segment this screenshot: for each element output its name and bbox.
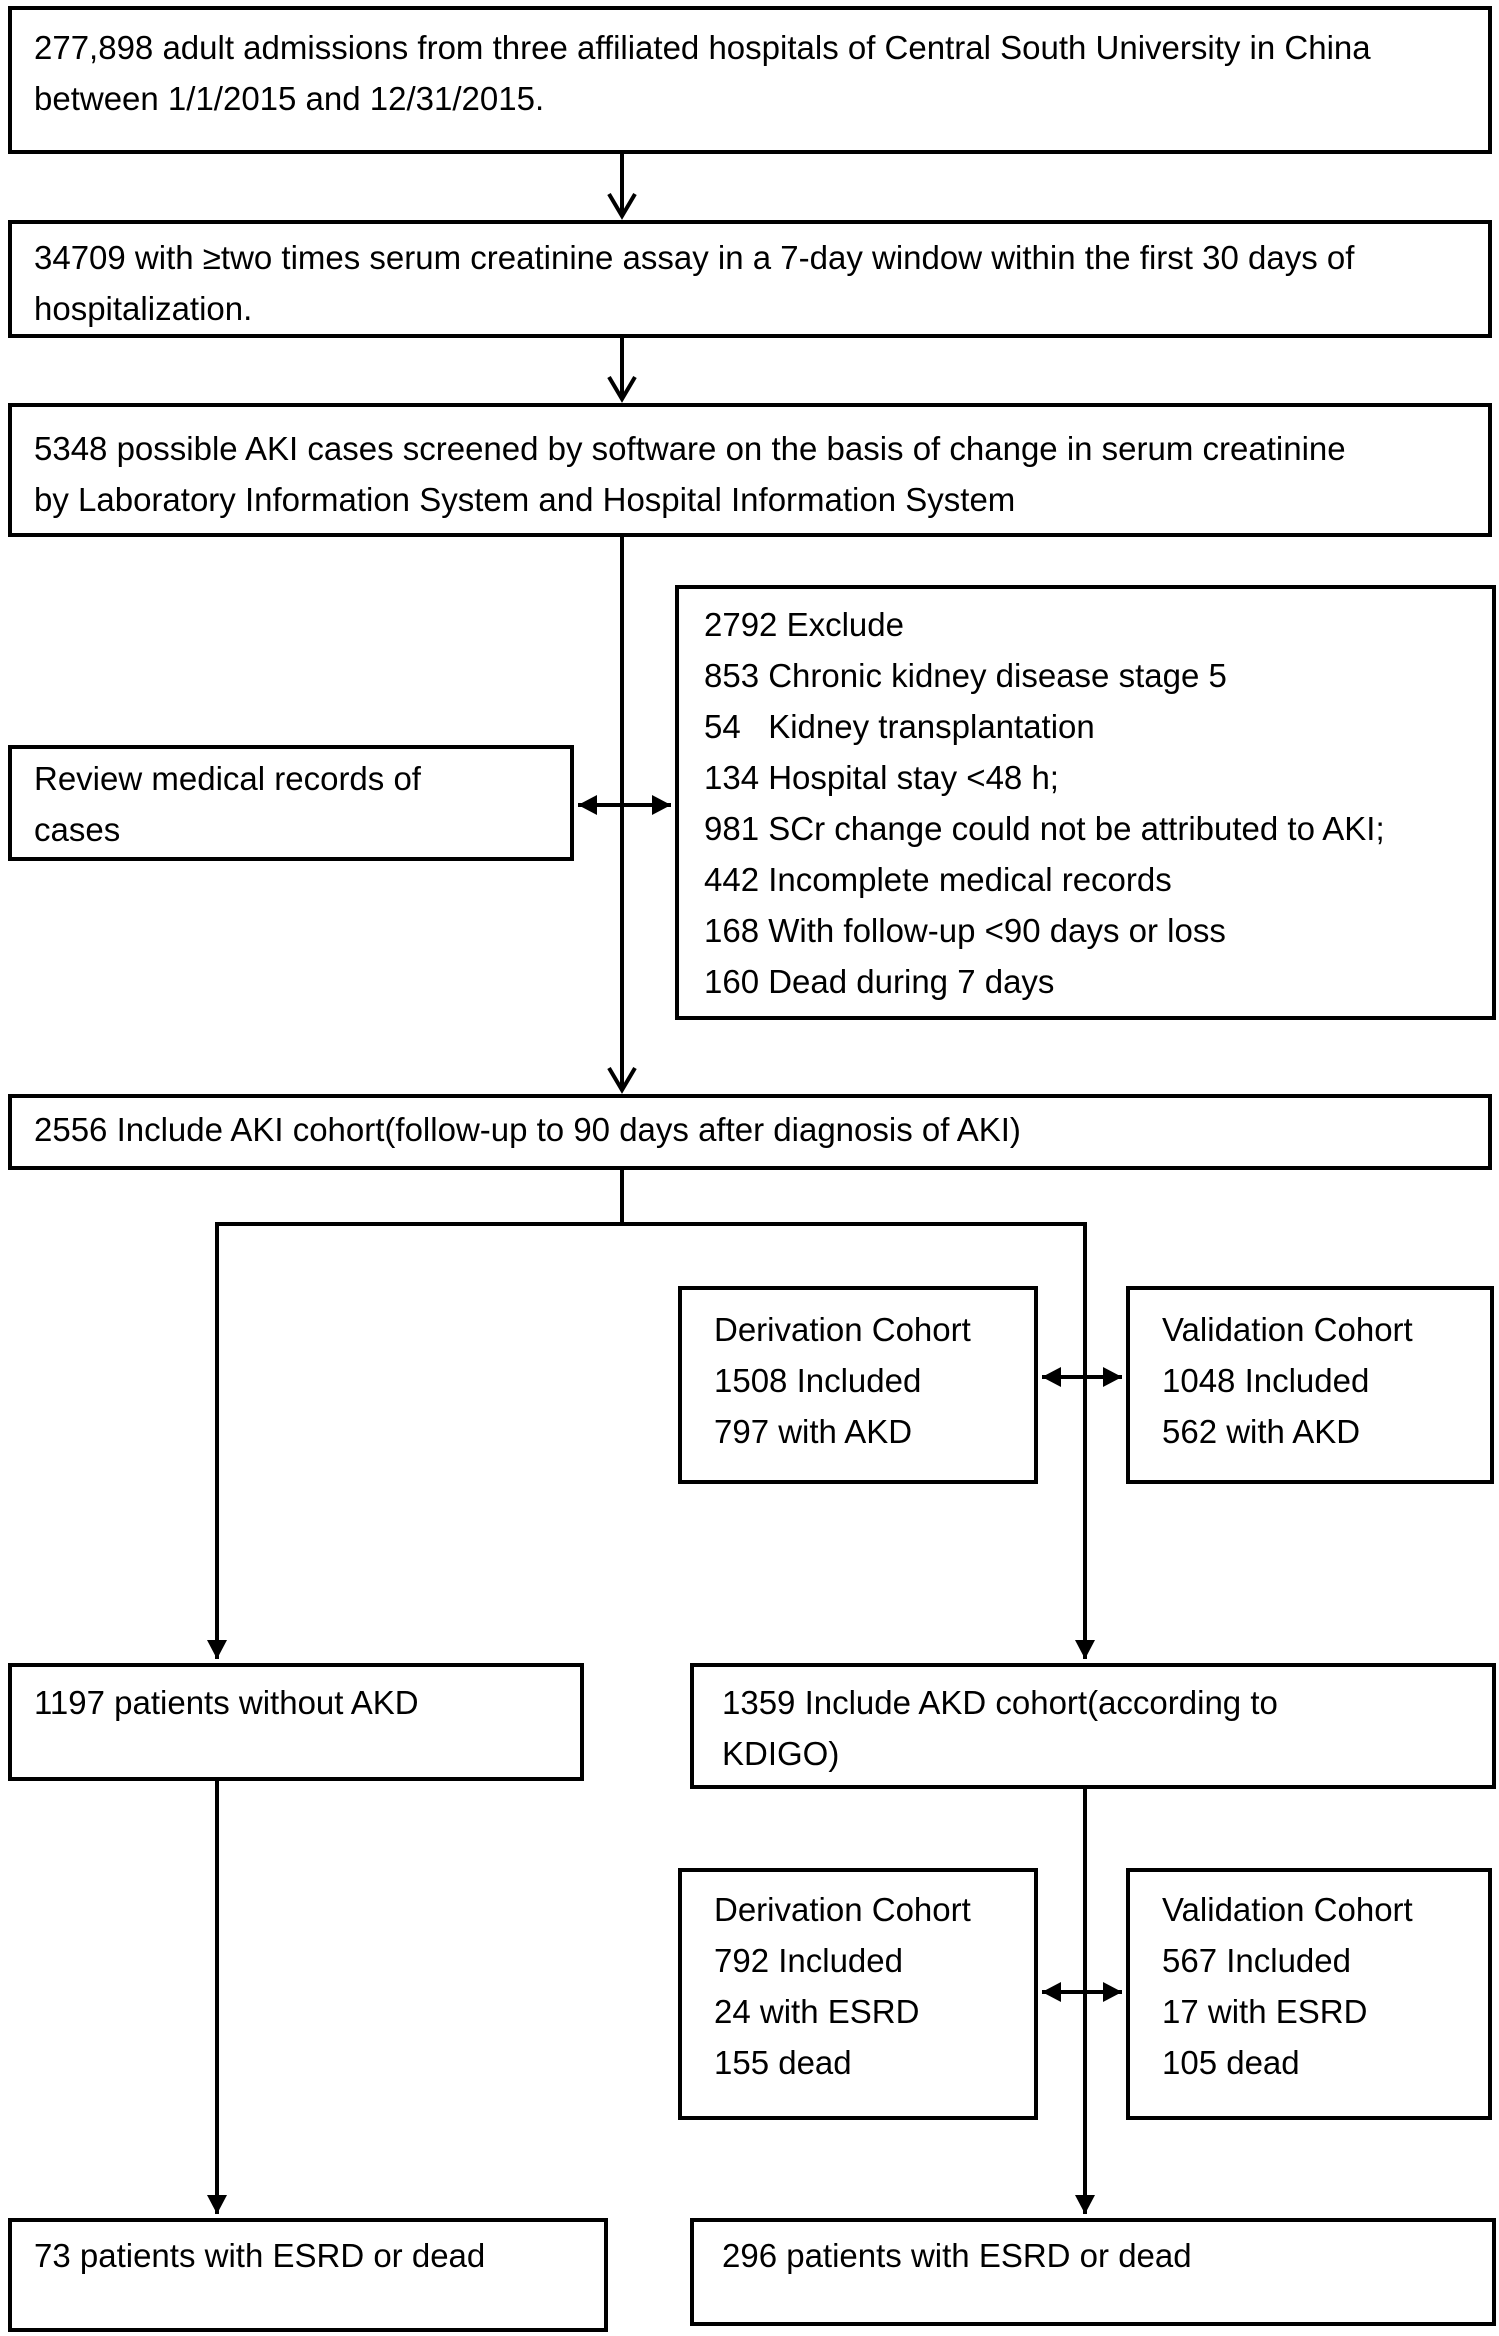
box-aki-cohort: 2556 Include AKI cohort(follow-up to 90 … <box>8 1094 1492 1170</box>
cohort-line: Validation Cohort <box>1162 1311 1413 1348</box>
box-exclusions: 2792 Exclude 853 Chronic kidney disease … <box>675 585 1496 1020</box>
exclude-line: 981 SCr change could not be attributed t… <box>704 810 1385 847</box>
box-esrd-dead-without-akd: 73 patients with ESRD or dead <box>8 2218 608 2332</box>
box-aki-screened: 5348 possible AKI cases screened by soft… <box>8 403 1492 537</box>
box-text: 296 patients with ESRD or dead <box>722 2237 1192 2274</box>
box-text: 73 patients with ESRD or dead <box>34 2237 486 2274</box>
cohort-line: 562 with AKD <box>1162 1413 1361 1450</box>
box-creatinine-assay: 34709 with ≥two times serum creatinine a… <box>8 220 1492 338</box>
exclude-line: 442 Incomplete medical records <box>704 861 1172 898</box>
box-review-records: Review medical records of cases <box>8 745 574 861</box>
box-patients-without-akd: 1197 patients without AKD <box>8 1663 584 1781</box>
cohort-line: Derivation Cohort <box>714 1311 971 1348</box>
exclude-line: 2792 Exclude <box>704 606 904 643</box>
cohort-line: 24 with ESRD <box>714 1993 920 2030</box>
box-validation-cohort-akd: Validation Cohort 1048 Included 562 with… <box>1126 1286 1494 1484</box>
box-text: Review medical records of cases <box>34 760 431 848</box>
box-text: 277,898 adult admissions from three affi… <box>34 29 1380 117</box>
exclude-line: 853 Chronic kidney disease stage 5 <box>704 657 1227 694</box>
cohort-line: Derivation Cohort <box>714 1891 971 1928</box>
cohort-line: 567 Included <box>1162 1942 1351 1979</box>
box-text: 1197 patients without AKD <box>34 1684 419 1721</box>
box-text: 2556 Include AKI cohort(follow-up to 90 … <box>34 1111 1021 1148</box>
box-esrd-dead-akd: 296 patients with ESRD or dead <box>690 2218 1496 2326</box>
box-derivation-cohort-esrd: Derivation Cohort 792 Included 24 with E… <box>678 1868 1038 2120</box>
box-text: 5348 possible AKI cases screened by soft… <box>34 430 1355 518</box>
cohort-line: 155 dead <box>714 2044 852 2081</box>
box-validation-cohort-esrd: Validation Cohort 567 Included 17 with E… <box>1126 1868 1492 2120</box>
exclude-line: 54 Kidney transplantation <box>704 708 1095 745</box>
cohort-line: Validation Cohort <box>1162 1891 1413 1928</box>
exclude-line: 134 Hospital stay <48 h; <box>704 759 1059 796</box>
cohort-line: 797 with AKD <box>714 1413 913 1450</box>
box-derivation-cohort-akd: Derivation Cohort 1508 Included 797 with… <box>678 1286 1038 1484</box>
box-admissions: 277,898 adult admissions from three affi… <box>8 6 1492 154</box>
box-akd-cohort: 1359 Include AKD cohort(according to KDI… <box>690 1663 1496 1789</box>
box-text: 1359 Include AKD cohort(according to KDI… <box>722 1684 1288 1772</box>
exclude-line: 160 Dead during 7 days <box>704 963 1055 1000</box>
cohort-line: 1508 Included <box>714 1362 922 1399</box>
cohort-line: 1048 Included <box>1162 1362 1370 1399</box>
box-text: 34709 with ≥two times serum creatinine a… <box>34 239 1364 327</box>
exclude-line: 168 With follow-up <90 days or loss <box>704 912 1226 949</box>
cohort-line: 105 dead <box>1162 2044 1300 2081</box>
cohort-line: 792 Included <box>714 1942 903 1979</box>
cohort-line: 17 with ESRD <box>1162 1993 1368 2030</box>
